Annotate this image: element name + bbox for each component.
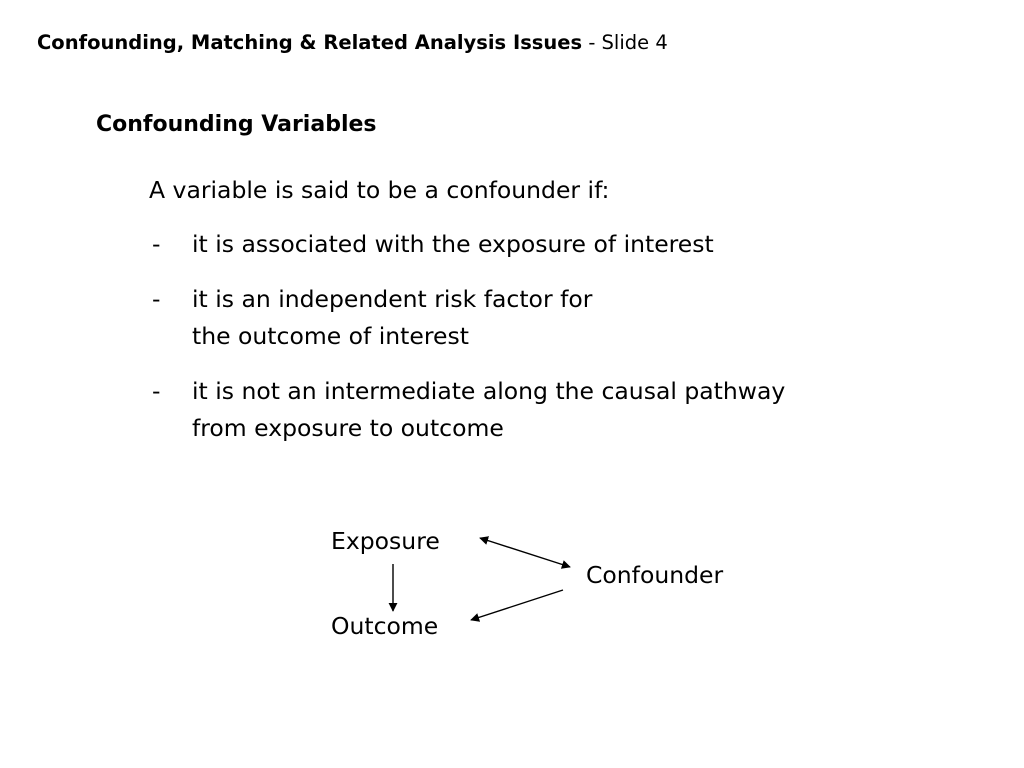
bullet-dash: - bbox=[152, 230, 161, 258]
bullet-text: it is associated with the exposure of in… bbox=[192, 230, 714, 258]
diagram-outcome-label: Outcome bbox=[331, 612, 439, 640]
bullet-text: it is not an intermediate along the caus… bbox=[192, 377, 786, 442]
bullet-text: it is an independent risk factor for the… bbox=[192, 285, 593, 350]
diagram-exposure-label: Exposure bbox=[331, 527, 440, 555]
slide-header: Confounding, Matching & Related Analysis… bbox=[37, 31, 668, 54]
bullet-dash: - bbox=[152, 377, 161, 405]
exposure-confounder-arrow bbox=[479, 536, 571, 569]
diagram-confounder-label: Confounder bbox=[586, 561, 724, 589]
confounder-outcome-arrow bbox=[470, 589, 564, 622]
header-title: Confounding, Matching & Related Analysis… bbox=[37, 31, 583, 54]
section-heading: Confounding Variables bbox=[96, 112, 377, 137]
bullet-dash: - bbox=[152, 285, 161, 313]
intro-text: A variable is said to be a confounder if… bbox=[149, 176, 610, 204]
header-slide-number: - Slide 4 bbox=[582, 31, 668, 54]
